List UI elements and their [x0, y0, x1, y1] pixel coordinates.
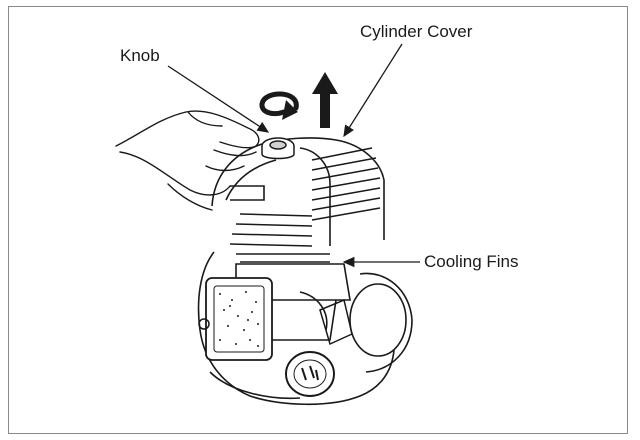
- cylinder-cover-leader-line: [343, 43, 403, 138]
- hand-illustration: [115, 110, 260, 211]
- cylinder-cover-label: Cylinder Cover: [360, 22, 473, 41]
- cooling-fins-label: Cooling Fins: [424, 252, 519, 271]
- lift-up-arrow-icon: [312, 72, 338, 128]
- cooling-fins-drawing: [229, 147, 381, 263]
- rotate-arrowhead: [282, 100, 298, 120]
- knob-label: Knob: [120, 46, 160, 65]
- cylinder-cover-shell: [211, 137, 385, 246]
- rotate-arrow-icon: [259, 91, 299, 117]
- air-filter-box: [205, 277, 273, 361]
- side-bracket: [198, 298, 353, 346]
- knob-leader-line: [167, 65, 270, 133]
- knob-icon: [261, 137, 295, 160]
- fuel-cap-icon: [285, 351, 335, 397]
